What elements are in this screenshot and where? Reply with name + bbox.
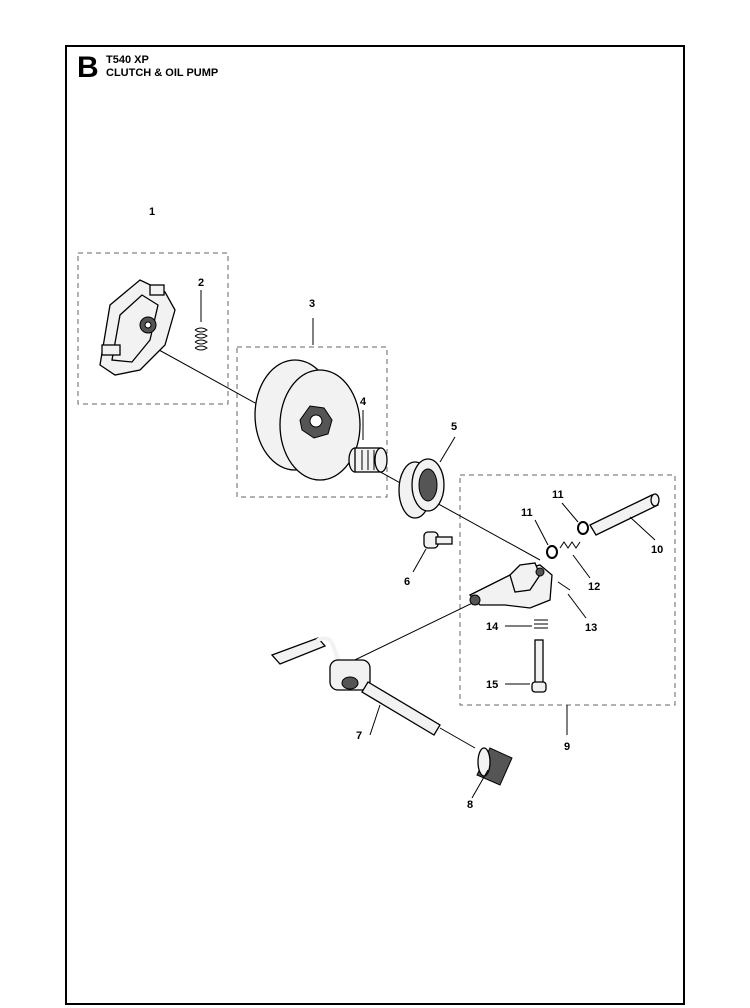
pump-pin-part xyxy=(589,493,660,541)
oil-pump-part xyxy=(468,562,568,735)
callout-13: 13 xyxy=(585,622,598,634)
clutch-part xyxy=(99,279,176,376)
group-box-drum xyxy=(236,346,388,498)
callout-15: 15 xyxy=(486,679,499,691)
needle-bearing-part xyxy=(348,410,388,473)
oil-filter-part xyxy=(439,727,513,799)
callout-10: 10 xyxy=(651,544,664,556)
callout-7: 7 xyxy=(356,730,363,742)
callout-4: 4 xyxy=(360,396,367,408)
callout-9: 9 xyxy=(564,741,571,753)
callout-8: 8 xyxy=(467,799,474,811)
diagram-title: CLUTCH & OIL PUMP xyxy=(106,67,219,79)
oil-pipe-part xyxy=(270,636,441,736)
worm-spring-part xyxy=(505,619,548,629)
model-name: T540 XP xyxy=(106,54,149,66)
callout-6: 6 xyxy=(404,576,411,588)
diagram-frame xyxy=(65,45,685,1005)
clutch-drum-part xyxy=(254,318,361,481)
callout-3: 3 xyxy=(309,298,316,310)
callout-1: 1 xyxy=(149,206,156,218)
callout-12: 12 xyxy=(588,581,601,593)
callout-5: 5 xyxy=(451,421,458,433)
callout-14: 14 xyxy=(486,621,499,633)
bolt-part xyxy=(412,531,453,573)
pump-spring-part xyxy=(559,541,591,579)
sprocket-part xyxy=(398,436,456,519)
callout-11a: 11 xyxy=(521,507,533,519)
small-pin-part xyxy=(557,581,587,619)
o-ring-parts xyxy=(534,502,589,559)
section-letter: B xyxy=(77,51,99,84)
callout-2: 2 xyxy=(198,277,205,289)
plunger-part xyxy=(505,639,547,693)
callout-11b: 11 xyxy=(552,489,564,501)
clutch-spring-part xyxy=(194,290,208,351)
group-box-clutch xyxy=(77,252,229,405)
